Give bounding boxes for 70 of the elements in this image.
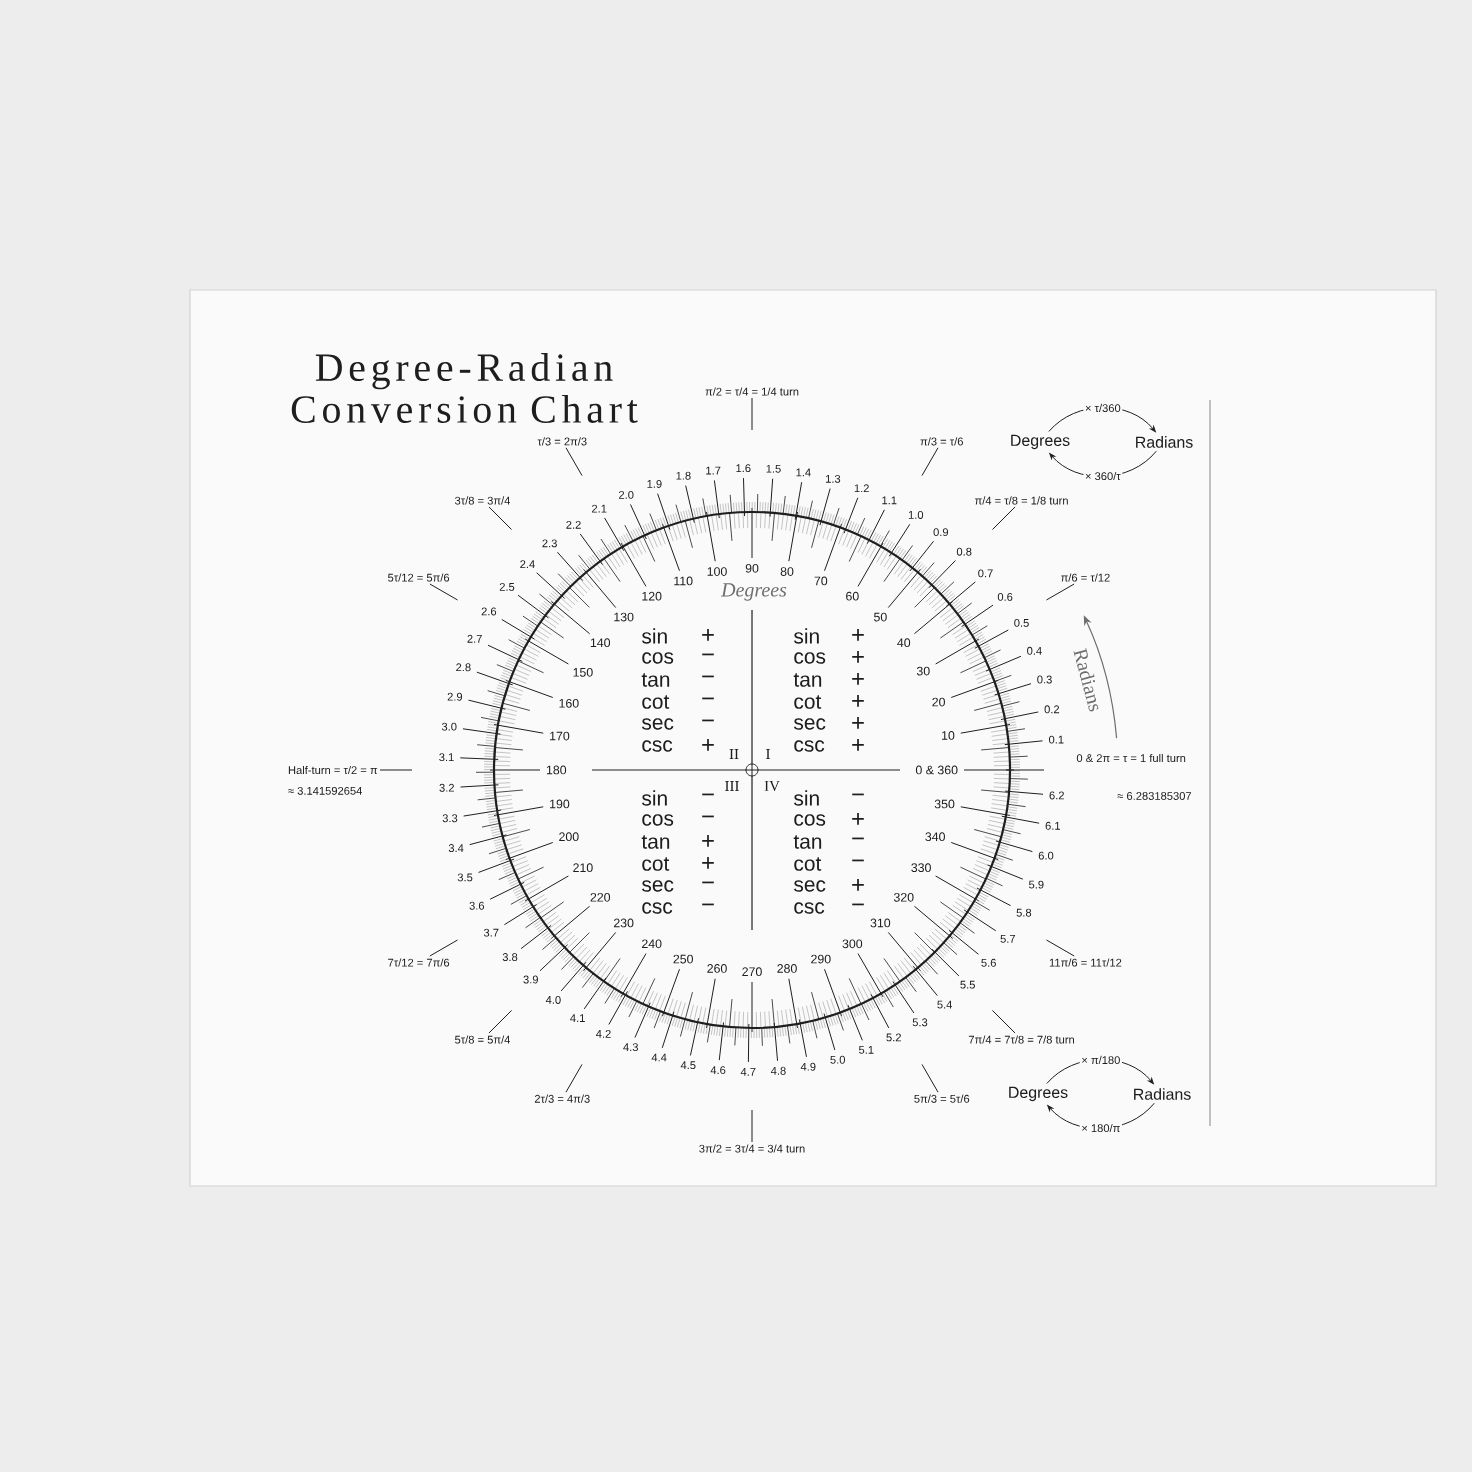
function-name: tan	[793, 835, 822, 849]
function-name: tan	[641, 835, 670, 849]
sign-label: +	[702, 857, 714, 869]
sign-label: −	[852, 859, 864, 862]
function-name: cot	[642, 695, 670, 709]
sign-label: −	[702, 881, 714, 884]
sign-label: −	[702, 719, 714, 722]
sign-label: +	[702, 835, 714, 847]
arrow	[1047, 1102, 1155, 1129]
sign-label: −	[702, 793, 714, 796]
function-name: cos	[642, 814, 674, 826]
sign-label: +	[852, 651, 864, 663]
function-name: sin	[642, 628, 667, 644]
leader-line	[565, 447, 583, 477]
leader-line	[1045, 939, 1075, 957]
leader-line	[921, 447, 939, 477]
sign-label: −	[702, 675, 714, 678]
sign-label: +	[852, 813, 864, 825]
sign-label: −	[852, 793, 864, 796]
function-name: csc	[794, 740, 825, 752]
arrow	[1048, 406, 1156, 433]
arrow	[1046, 1058, 1154, 1085]
sign-label: +	[852, 717, 864, 729]
function-name: tan	[641, 673, 670, 687]
leader-line	[751, 1109, 753, 1143]
scale-title: Radians	[1073, 647, 1099, 712]
sign-label: +	[852, 673, 864, 685]
sign-label: +	[852, 879, 864, 891]
function-name: tan	[793, 673, 822, 687]
sign-label: +	[702, 739, 714, 751]
leader-line	[921, 1063, 939, 1093]
function-name: sin	[794, 628, 819, 644]
function-name: cos	[794, 814, 826, 826]
function-name: csc	[794, 902, 825, 914]
leader-line	[565, 1063, 583, 1093]
sign-label: +	[702, 629, 714, 641]
scale-title: Degrees	[720, 583, 787, 601]
sign-label: −	[852, 903, 864, 906]
function-name: csc	[642, 740, 673, 752]
sign-label: +	[852, 629, 864, 641]
leader-line	[429, 939, 459, 957]
leader-line	[488, 506, 513, 531]
leader-line	[991, 1009, 1016, 1034]
sign-label: −	[852, 837, 864, 840]
function-name: cot	[794, 857, 822, 871]
function-name: cos	[642, 652, 674, 664]
sign-label: +	[852, 739, 864, 751]
sign-label: −	[702, 815, 714, 818]
leader-line	[429, 583, 459, 601]
leader-line	[379, 769, 413, 771]
function-name: csc	[642, 902, 673, 914]
function-name: sec	[642, 880, 674, 892]
sign-label: −	[702, 903, 714, 906]
leader-line	[991, 506, 1016, 531]
function-name: sec	[642, 718, 674, 730]
function-name: sec	[794, 718, 826, 730]
function-name: cot	[642, 857, 670, 871]
sign-label: −	[702, 653, 714, 656]
function-name: cos	[794, 652, 826, 664]
leader-line	[751, 397, 753, 431]
leader-line	[488, 1009, 513, 1034]
leader-line	[1045, 583, 1075, 601]
title: Degree-Radian Conversion Chart	[291, 353, 638, 423]
sign-label: −	[702, 697, 714, 700]
function-name: cot	[794, 695, 822, 709]
arrow	[1049, 450, 1157, 477]
sign-label: +	[852, 695, 864, 707]
function-name: sin	[794, 790, 819, 806]
function-name: sec	[794, 880, 826, 892]
function-name: sin	[642, 790, 667, 806]
